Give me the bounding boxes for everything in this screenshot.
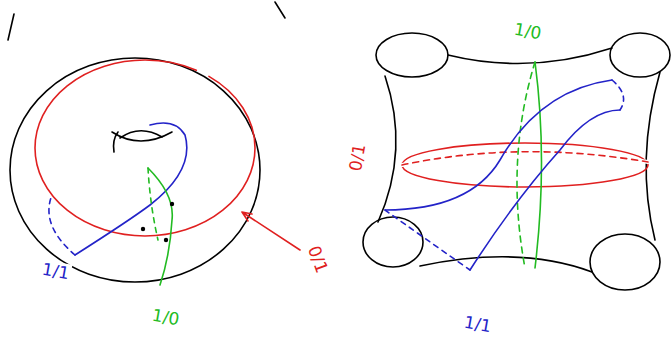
curve-slope-label: 0/1 (346, 140, 370, 174)
curve-slope-label: 1/1 (461, 313, 495, 337)
curve-slope-label: 1/0 (149, 305, 183, 329)
curve-slope-label: 0/1 (303, 242, 332, 278)
curve-slope-label: 1/0 (511, 19, 545, 43)
curve-slope-label: 1/1 (39, 259, 73, 283)
